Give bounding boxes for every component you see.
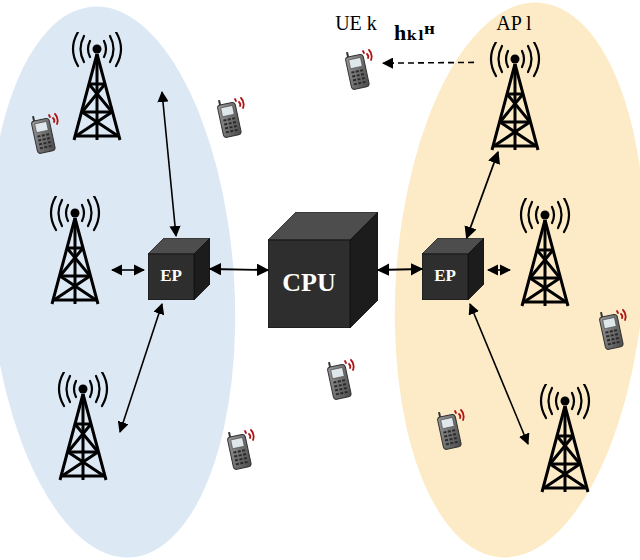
cube-front [148, 254, 194, 300]
fronthaul-link [488, 269, 510, 271]
access-point: AP l [474, 12, 554, 152]
ue-phone [326, 359, 354, 400]
processing-cube: EP [148, 238, 210, 300]
fronthaul-link [162, 92, 176, 236]
cube-side [194, 238, 210, 300]
fronthaul-link [470, 304, 528, 444]
cluster-ellipse [0, 0, 253, 560]
ue-phone [598, 309, 626, 350]
cube-side [350, 212, 378, 328]
cube-front [268, 240, 350, 328]
ap-tower [541, 384, 589, 492]
node-label: AP l [474, 12, 554, 35]
fronthaul-link [112, 269, 144, 271]
cube-side [468, 238, 484, 300]
channel-label: hₖₗᴴ [394, 19, 435, 46]
ue-phone [216, 97, 244, 138]
ue-phone [436, 409, 464, 450]
ue-phone [30, 113, 58, 154]
ap-tower [51, 196, 99, 304]
ue-phone [226, 429, 254, 470]
node-label: EP [422, 266, 468, 286]
node-label: CPU [268, 268, 350, 298]
fronthaul-link [120, 304, 162, 432]
link-arrow [467, 152, 498, 238]
node-label: UE k [326, 12, 386, 35]
processing-cube: CPU [268, 212, 378, 328]
ap-tower [521, 198, 569, 306]
ap-tower [73, 32, 121, 140]
link-arrow [378, 269, 422, 270]
node-label: EP [148, 266, 194, 286]
cube-front [422, 254, 468, 300]
fronthaul-links [112, 92, 528, 444]
phone-symbol [344, 49, 372, 90]
cluster-ellipse [377, 0, 640, 560]
ap-tower [59, 372, 107, 480]
link-arrow [210, 269, 268, 270]
channel-arrow [383, 62, 474, 64]
processing-cube: EP [422, 238, 484, 300]
tower-symbol [491, 42, 539, 150]
user-equipment: UE k [326, 12, 386, 92]
